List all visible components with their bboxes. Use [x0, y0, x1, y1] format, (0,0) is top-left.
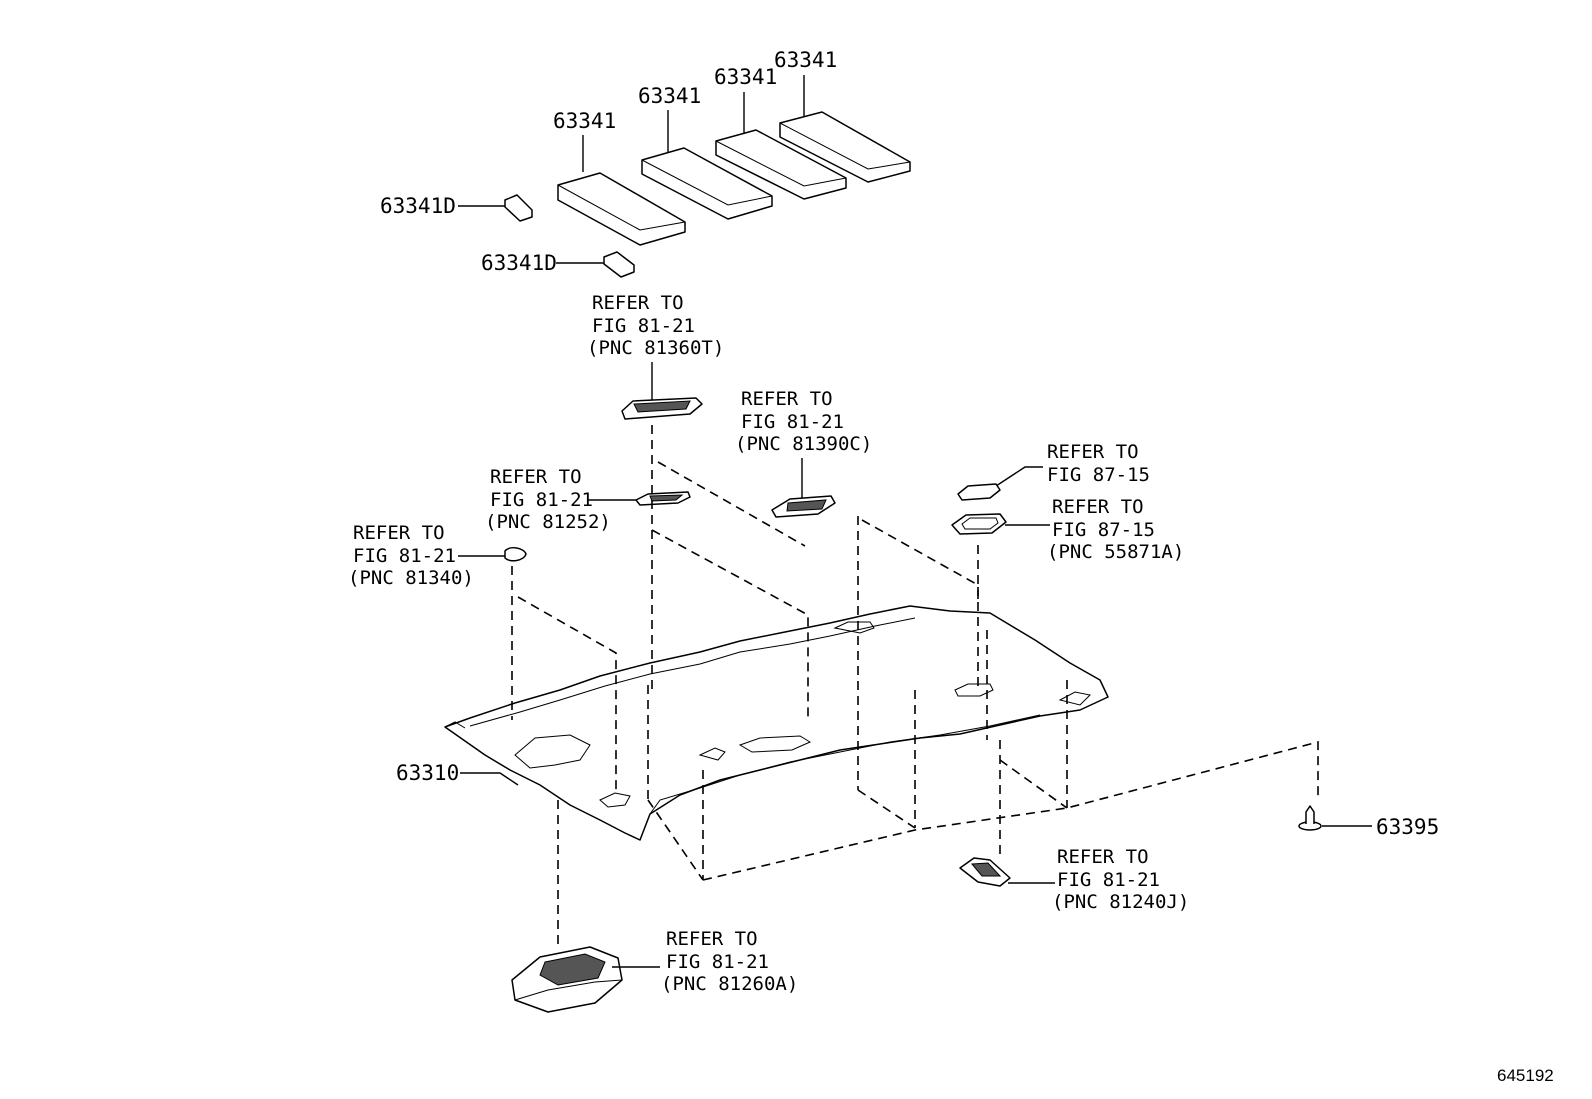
illustration-number: 645192 — [1497, 1066, 1554, 1085]
map-lamp-81260a — [511, 946, 623, 1013]
ref-81240j-line2: FIG 81-21 — [1057, 869, 1160, 891]
ref-8715-line2: FIG 87-15 — [1047, 464, 1150, 486]
ref-81340-line3: (PNC 81340) — [348, 567, 474, 589]
cap-81340 — [504, 546, 527, 562]
ref-81360t-line1: REFER TO — [592, 292, 684, 314]
part-number-63395: 63395 — [1376, 815, 1439, 839]
ref-55871a-line3: (PNC 55871A) — [1047, 541, 1184, 563]
pad-2 — [603, 251, 635, 278]
lamp-81252 — [635, 491, 691, 506]
ref-81260a-line1: REFER TO — [666, 928, 758, 950]
part-number-63310: 63310 — [396, 761, 459, 785]
ref-55871a-line2: FIG 87-15 — [1052, 519, 1155, 541]
ref-81260a-line2: FIG 81-21 — [666, 951, 769, 973]
sunshade-panel-3 — [715, 129, 847, 200]
console-81360t — [621, 397, 703, 420]
part-number-63341-b: 63341 — [638, 84, 701, 108]
ref-81252-line3: (PNC 81252) — [485, 511, 611, 533]
part-number-63341-c: 63341 — [714, 65, 777, 89]
pad-1 — [504, 194, 533, 222]
sunshade-panel-1 — [557, 172, 686, 246]
ref-81240j-line1: REFER TO — [1057, 846, 1149, 868]
sunshade-panel-4 — [779, 111, 911, 183]
part-number-63341-d: 63341 — [774, 48, 837, 72]
ref-81360t-line3: (PNC 81360T) — [587, 337, 724, 359]
bezel-55871a — [951, 513, 1007, 535]
ref-81390c-line3: (PNC 81390C) — [735, 433, 872, 455]
part-number-63341d-b: 63341D — [481, 251, 557, 275]
ref-81252-line1: REFER TO — [490, 466, 582, 488]
ref-81390c-line1: REFER TO — [741, 388, 833, 410]
part-number-63341-a: 63341 — [553, 109, 616, 133]
ref-81390c-line2: FIG 81-21 — [741, 411, 844, 433]
ref-8715-line1: REFER TO — [1047, 441, 1139, 463]
ref-81260a-line3: (PNC 81260A) — [661, 973, 798, 995]
ref-81360t-line2: FIG 81-21 — [592, 315, 695, 337]
lamp-81390c — [771, 495, 836, 518]
part-number-63341d-a: 63341D — [380, 194, 456, 218]
ref-55871a-line1: REFER TO — [1052, 496, 1144, 518]
handle-87-15 — [957, 483, 1001, 501]
ref-81340-line1: REFER TO — [353, 522, 445, 544]
ref-81240j-line3: (PNC 81240J) — [1052, 891, 1189, 913]
headliner-63310 — [444, 605, 1109, 841]
lamp-81240j — [959, 857, 1011, 887]
ref-81252-line2: FIG 81-21 — [490, 489, 593, 511]
ref-81340-line2: FIG 81-21 — [353, 545, 456, 567]
sunshade-panel-2 — [641, 147, 773, 220]
clip-63395 — [1298, 805, 1322, 831]
